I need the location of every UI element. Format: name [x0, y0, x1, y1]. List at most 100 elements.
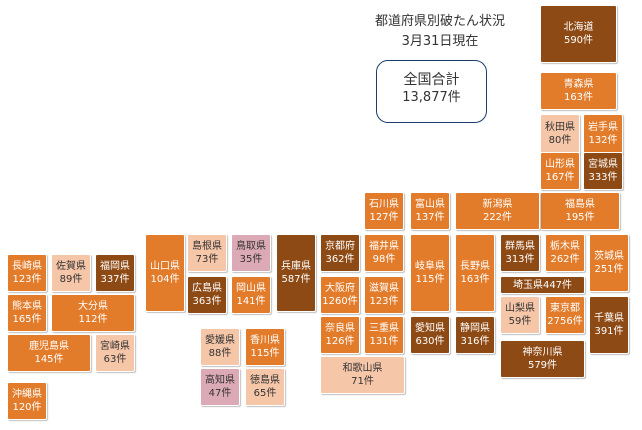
prefecture-count: 104件 [150, 274, 180, 285]
prefecture-count: 47件 [208, 388, 232, 399]
prefecture-name: 石川県 [369, 199, 399, 210]
prefecture-count: 630件 [415, 336, 445, 347]
prefecture-count: 313件 [505, 254, 535, 265]
total-label: 全国合計 [403, 72, 460, 88]
prefecture-count: 195件 [565, 212, 595, 223]
prefecture-iwate: 岩手県 132件 [583, 114, 623, 154]
prefecture-name: 広島県 [192, 283, 222, 294]
prefecture-name: 茨城県 [594, 251, 624, 262]
prefecture-name: 徳島県 [250, 375, 280, 386]
prefecture-count: 132件 [588, 135, 618, 146]
prefecture-name: 京都府 [325, 241, 355, 252]
prefecture-name: 長野県 [460, 261, 490, 272]
prefecture-shimane: 島根県 73件 [187, 234, 227, 272]
prefecture-name: 千葉県 [594, 313, 624, 324]
prefecture-name: 大分県 [78, 301, 108, 312]
prefecture-name: 香川県 [250, 335, 280, 346]
prefecture-name: 三重県 [369, 323, 399, 334]
prefecture-name: 島根県 [192, 241, 222, 252]
prefecture-count: 65件 [253, 388, 277, 399]
prefecture-count: 126件 [325, 336, 355, 347]
prefecture-miyagi: 宮城県 333件 [583, 152, 623, 190]
prefecture-count: 73件 [195, 254, 219, 265]
prefecture-tokushima: 徳島県 65件 [245, 368, 285, 406]
prefecture-name: 鳥取県 [236, 241, 266, 252]
prefecture-name: 岩手県 [588, 122, 618, 133]
prefecture-name: 愛媛県 [205, 335, 235, 346]
prefecture-name: 沖縄県 [12, 389, 42, 400]
prefecture-name: 群馬県 [505, 241, 535, 252]
prefecture-count: 587件 [281, 274, 311, 285]
prefecture-count: 137件 [415, 212, 445, 223]
prefecture-kyoto: 京都府 362件 [320, 234, 360, 272]
prefecture-count: 141件 [236, 296, 266, 307]
map-title: 都道府県別破たん状況 [374, 14, 505, 29]
prefecture-nara: 奈良県 126件 [320, 316, 360, 354]
prefecture-kochi: 高知県 47件 [200, 368, 240, 406]
prefecture-count: 165件 [12, 314, 42, 325]
prefecture-count: 262件 [550, 254, 580, 265]
map-date: 3月31日現在 [401, 34, 479, 49]
prefecture-name: 宮城県 [588, 159, 618, 170]
prefecture-count: 447件 [542, 279, 573, 291]
prefecture-gunma: 群馬県 313件 [500, 234, 540, 272]
prefecture-name: 埼玉県 [512, 279, 543, 291]
prefecture-name: 奈良県 [325, 323, 355, 334]
prefecture-name: 長崎県 [12, 261, 42, 272]
prefecture-count: 2756件 [547, 316, 583, 327]
prefecture-count: 163件 [563, 92, 594, 103]
prefecture-count: 579件 [527, 360, 558, 371]
prefecture-count: 222件 [482, 212, 513, 223]
prefecture-count: 120件 [12, 402, 42, 413]
prefecture-mie: 三重県 131件 [364, 316, 404, 354]
prefecture-count: 112件 [78, 314, 108, 325]
prefecture-count: 333件 [588, 172, 618, 183]
prefecture-name: 東京都 [550, 303, 580, 314]
prefecture-name: 高知県 [205, 375, 235, 386]
prefecture-count: 362件 [325, 254, 355, 265]
prefecture-count: 88件 [208, 348, 232, 359]
prefecture-count: 145件 [34, 354, 64, 365]
prefecture-count: 316件 [460, 336, 490, 347]
prefecture-name: 大阪府 [325, 283, 355, 294]
prefecture-name: 静岡県 [460, 323, 490, 334]
prefecture-count: 391件 [594, 326, 624, 337]
prefecture-name: 栃木県 [550, 241, 580, 252]
prefecture-name: 山梨県 [505, 303, 535, 314]
prefecture-name: 滋賀県 [369, 283, 399, 294]
total-box: 全国合計 13,877件 [376, 60, 487, 123]
prefecture-shizuoka: 静岡県 316件 [455, 316, 495, 354]
prefecture-name: 和歌山県 [342, 363, 383, 374]
prefecture-name: 山形県 [545, 159, 575, 170]
prefecture-toyama: 富山県 137件 [410, 192, 450, 230]
prefecture-count: 131件 [369, 336, 399, 347]
prefecture-count: 63件 [103, 354, 127, 365]
prefecture-name: 福島県 [565, 199, 595, 210]
prefecture-count: 80件 [548, 135, 572, 146]
prefecture-count: 89件 [59, 274, 83, 285]
prefecture-count: 337件 [100, 274, 130, 285]
prefecture-name: 富山県 [415, 199, 445, 210]
